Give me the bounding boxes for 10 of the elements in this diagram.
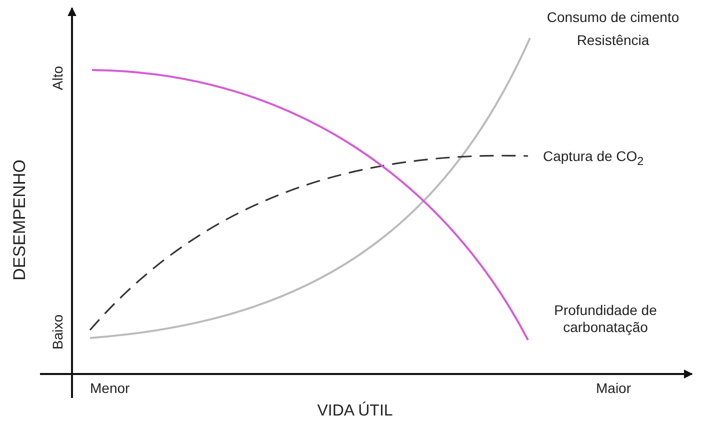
axis-level-label: Menor bbox=[90, 380, 130, 397]
curve-label: Resistência bbox=[576, 32, 650, 49]
axis-level-label: Alto bbox=[50, 66, 66, 90]
axis-level-label: Maior bbox=[596, 380, 632, 397]
axis-title: DESEMPENHO bbox=[10, 160, 30, 280]
axis-level-label: Baixo bbox=[50, 314, 66, 350]
curve-label: Consumo de cimento bbox=[546, 9, 680, 26]
curve-label: Profundidade de carbonatação bbox=[553, 302, 658, 336]
axis-title: VIDA ÚTIL bbox=[317, 401, 393, 421]
curve-label: Captura de CO$_{2}$ bbox=[543, 148, 644, 169]
